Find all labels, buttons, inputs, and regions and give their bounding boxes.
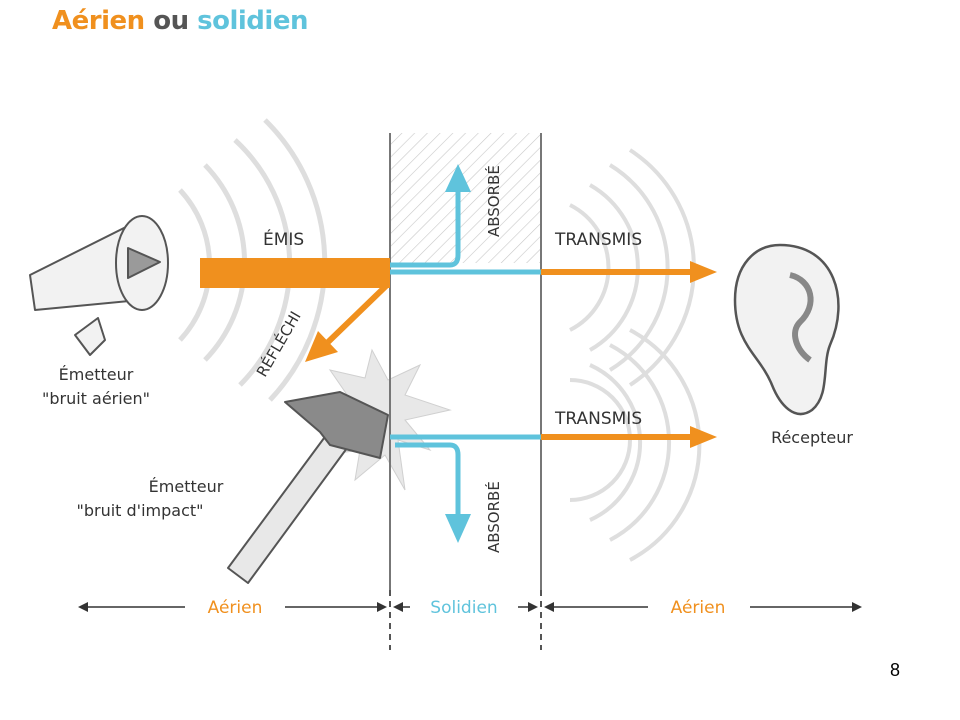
zone-left-label: Aérien xyxy=(208,598,263,618)
zone-middle-label: Solidien xyxy=(430,598,497,618)
sound-waves-right-bottom-icon xyxy=(569,328,702,562)
title-aerien: Aérien xyxy=(52,6,145,36)
hammer-icon xyxy=(227,391,389,584)
label-transmis-bottom: TRANSMIS xyxy=(554,409,642,429)
page-title: Aérien ou solidien xyxy=(52,6,308,36)
transmis-bottom-arrow xyxy=(541,426,717,448)
megaphone-icon xyxy=(29,215,169,356)
label-recepteur: Récepteur xyxy=(771,428,853,447)
ear-icon xyxy=(733,243,840,416)
title-ou: ou xyxy=(153,6,189,36)
label-emis: ÉMIS xyxy=(263,228,304,250)
absorbe-top-arrow xyxy=(390,190,461,268)
title-solidien: solidien xyxy=(197,6,308,36)
label-emetteur-aerien-1: Émetteur xyxy=(59,365,134,384)
page-number: 8 xyxy=(890,660,901,680)
wall-hatch xyxy=(390,133,540,263)
label-emetteur-impact-2: "bruit d'impact" xyxy=(76,501,203,520)
zone-right-label: Aérien xyxy=(671,598,726,618)
label-emetteur-aerien-2: "bruit aérien" xyxy=(42,389,150,408)
label-emetteur-impact-1: Émetteur xyxy=(149,477,224,496)
transmis-top-arrow xyxy=(541,261,717,283)
sound-waves-right-top-icon xyxy=(569,148,696,387)
label-absorbe-bottom: ABSORBÉ xyxy=(484,481,503,553)
reflechi-arrow xyxy=(305,283,389,362)
label-transmis-top: TRANSMIS xyxy=(554,230,642,250)
absorbe-bottom-arrow xyxy=(395,442,461,515)
emis-arrow xyxy=(200,258,390,288)
label-absorbe-top: ABSORBÉ xyxy=(484,165,503,237)
